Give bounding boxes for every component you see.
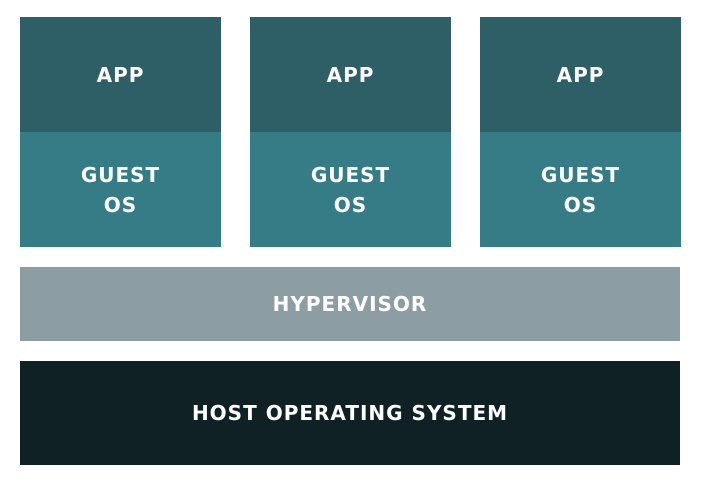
vm-stack-2: APP GUEST OS bbox=[250, 17, 451, 247]
vm-stack-3: APP GUEST OS bbox=[480, 17, 681, 247]
hypervisor-label: HYPERVISOR bbox=[272, 292, 428, 316]
guest-os-block-2: GUEST OS bbox=[250, 132, 451, 247]
app-label-3: APP bbox=[556, 62, 605, 87]
guest-os-block-3: GUEST OS bbox=[480, 132, 681, 247]
app-block-1: APP bbox=[20, 17, 221, 132]
app-block-3: APP bbox=[480, 17, 681, 132]
app-label-2: APP bbox=[326, 62, 375, 87]
guest-os-block-1: GUEST OS bbox=[20, 132, 221, 247]
host-os-label: HOST OPERATING SYSTEM bbox=[191, 401, 509, 425]
guest-os-label-line1-3: GUEST bbox=[540, 162, 621, 187]
app-block-2: APP bbox=[250, 17, 451, 132]
guest-os-label-line2-1: OS bbox=[103, 192, 138, 217]
vm-stack-1: APP GUEST OS bbox=[20, 17, 221, 247]
guest-os-label-line1-2: GUEST bbox=[310, 162, 391, 187]
hypervisor-layer: HYPERVISOR bbox=[20, 267, 680, 341]
guest-os-label-line2-2: OS bbox=[333, 192, 368, 217]
host-os-layer: HOST OPERATING SYSTEM bbox=[20, 361, 680, 465]
guest-os-label-line2-3: OS bbox=[563, 192, 598, 217]
guest-os-label-line1-1: GUEST bbox=[80, 162, 161, 187]
app-label-1: APP bbox=[96, 62, 145, 87]
